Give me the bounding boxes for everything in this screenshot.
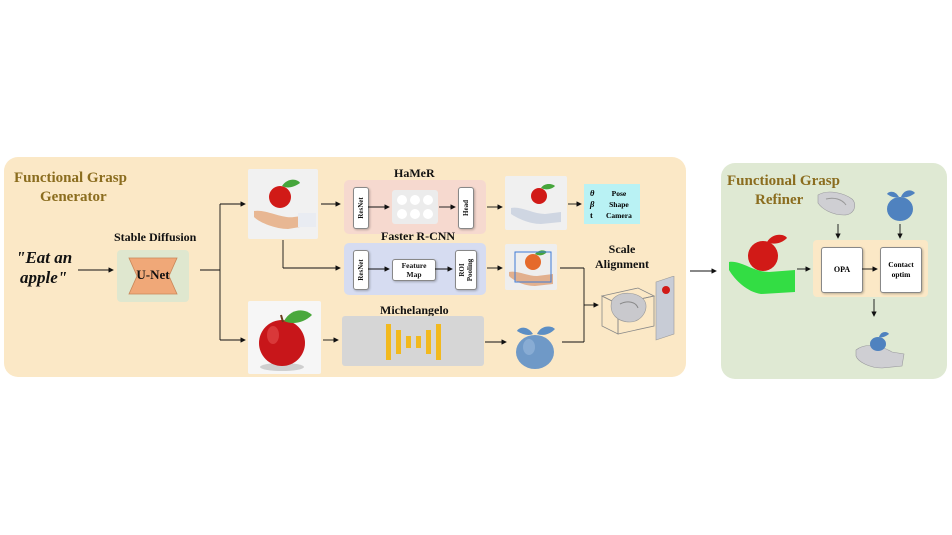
refiner-input-hand-apple	[727, 228, 801, 298]
refiner-title-line2: Refiner	[755, 192, 804, 208]
contact-optim-block: Contact optim	[880, 247, 922, 293]
transformer-tokens	[392, 190, 438, 224]
unet-label: U-Net	[136, 267, 170, 282]
apple-image	[248, 301, 321, 374]
unet-shape	[128, 257, 178, 295]
contact-line2: optim	[891, 270, 911, 279]
michelangelo-box	[342, 316, 484, 366]
opa-block: OPA	[821, 247, 863, 293]
roi-pooling-block: ROI Pooling	[455, 250, 477, 290]
refiner-title: Functional Grasp Refiner	[727, 172, 867, 210]
refiner-title-line1: Functional Grasp	[727, 173, 840, 189]
scale-alignment-line1: Scale	[608, 242, 636, 256]
hamer-title: HaMeR	[394, 166, 435, 180]
param-symbol-pose: θ	[590, 188, 595, 198]
param-label-camera: Camera	[606, 211, 632, 220]
param-symbol-shape: β	[590, 199, 595, 209]
feature-map-line2: Map	[406, 270, 422, 279]
opa-label: OPA	[833, 265, 851, 274]
param-label-pose: Pose	[611, 189, 627, 198]
refiner-hand-mesh-top	[816, 185, 860, 219]
generator-title-line1: Functional Grasp	[14, 170, 127, 186]
rcnn-detection-image	[505, 244, 557, 290]
prompt-line2: apple"	[20, 268, 68, 287]
prompt-line1: "Eat an	[16, 248, 73, 267]
prompt-text: "Eat an apple"	[16, 248, 72, 288]
hamer-head-block: Head	[458, 187, 474, 229]
generator-title: Functional Grasp Generator	[14, 169, 154, 207]
michelangelo-bars	[386, 324, 441, 360]
scale-alignment-label: Scale Alignment	[595, 242, 649, 272]
stable-diffusion-label: Stable Diffusion	[114, 230, 197, 244]
contact-optim-label: Contact optim	[881, 260, 921, 280]
param-label-shape: Shape	[609, 200, 629, 209]
michelangelo-title: Michelangelo	[380, 303, 449, 317]
rcnn-resnet-block: ResNet	[353, 250, 369, 290]
param-symbol-camera: t	[590, 210, 593, 220]
hamer-resnet-block: ResNet	[353, 187, 369, 229]
unet-block: U-Net	[117, 250, 189, 302]
contact-line1: Contact	[888, 260, 914, 269]
generator-title-line2: Generator	[40, 189, 107, 205]
feature-map-label: Feature Map	[393, 261, 435, 279]
feature-map-line1: Feature	[401, 261, 427, 270]
apple-mesh-image	[511, 319, 559, 371]
scale-alignment-graphic	[598, 275, 682, 342]
hamer-hand-mesh-image	[505, 176, 567, 230]
feature-map-block: Feature Map	[392, 259, 436, 281]
hamer-params-box: θ β t Pose Shape Camera	[584, 184, 640, 224]
generated-hand-apple-image	[248, 169, 318, 239]
refiner-apple-mesh-top	[883, 184, 917, 222]
refiner-output-grasp	[852, 326, 906, 372]
scale-alignment-line2: Alignment	[595, 257, 649, 271]
faster-rcnn-title: Faster R-CNN	[381, 229, 456, 243]
